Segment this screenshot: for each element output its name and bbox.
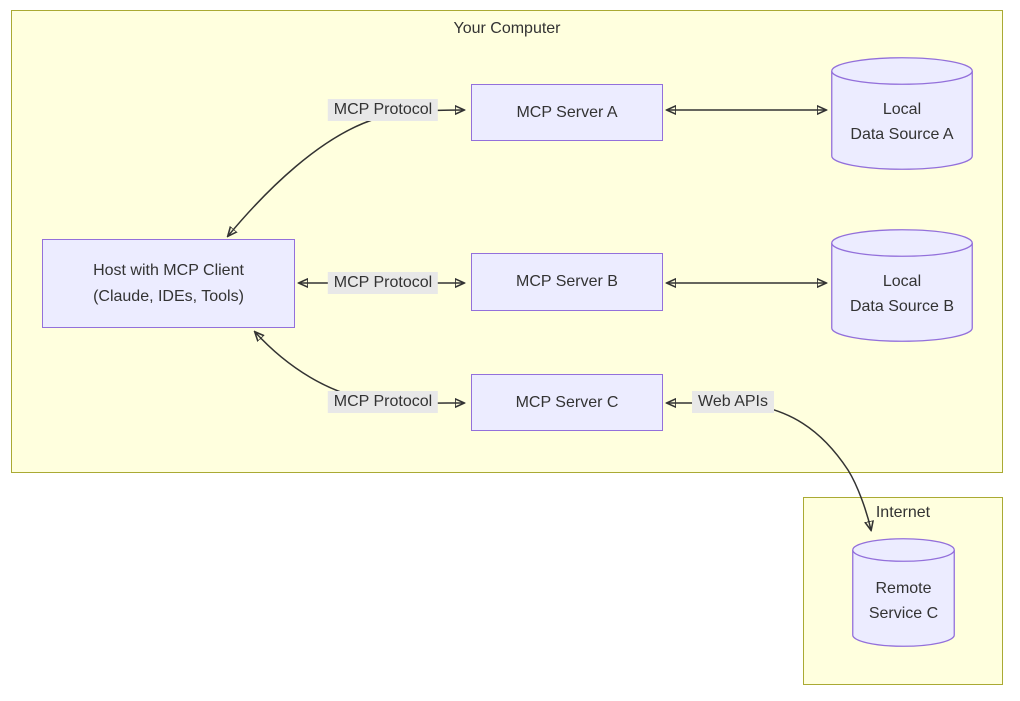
ds-a-line2: Data Source A — [850, 125, 954, 143]
cluster-internet-title: Internet — [875, 504, 931, 521]
node-mcp-server-b: MCP Server B — [471, 253, 663, 311]
cylinder-icon — [852, 538, 955, 647]
cylinder-icon — [831, 57, 973, 170]
remote-c-line2: Service C — [868, 604, 939, 622]
node-mcp-server-c-label: MCP Server C — [515, 393, 619, 411]
node-host-with-mcp-client: Host with MCP Client (Claude, IDEs, Tool… — [42, 239, 295, 328]
edge-label-mcp-protocol-c: MCP Protocol — [327, 391, 439, 413]
node-local-data-source-a-label: Local Data Source A — [831, 57, 973, 170]
ds-a-line1: Local — [882, 100, 922, 118]
ds-b-line1: Local — [882, 272, 922, 290]
node-mcp-server-a: MCP Server A — [471, 84, 663, 141]
node-remote-service-c: Remote Service C — [852, 538, 955, 647]
edge-label-web-apis: Web APIs — [692, 391, 774, 413]
ds-b-line2: Data Source B — [849, 297, 955, 315]
node-host-line2: (Claude, IDEs, Tools) — [93, 287, 244, 305]
node-mcp-server-c: MCP Server C — [471, 374, 663, 431]
edge-label-mcp-protocol-a: MCP Protocol — [327, 99, 439, 121]
node-local-data-source-b: Local Data Source B — [831, 229, 973, 342]
node-mcp-server-b-label: MCP Server B — [516, 273, 618, 290]
node-local-data-source-b-label: Local Data Source B — [831, 229, 973, 342]
cluster-your-computer-title: Your Computer — [453, 20, 561, 37]
node-remote-service-c-label: Remote Service C — [852, 538, 955, 647]
edge-label-mcp-protocol-b: MCP Protocol — [327, 272, 439, 294]
remote-c-line1: Remote — [875, 579, 932, 597]
cylinder-icon — [831, 229, 973, 342]
node-local-data-source-a: Local Data Source A — [831, 57, 973, 170]
node-mcp-server-a-label: MCP Server A — [516, 103, 618, 121]
node-host-line1: Host with MCP Client — [93, 261, 244, 279]
